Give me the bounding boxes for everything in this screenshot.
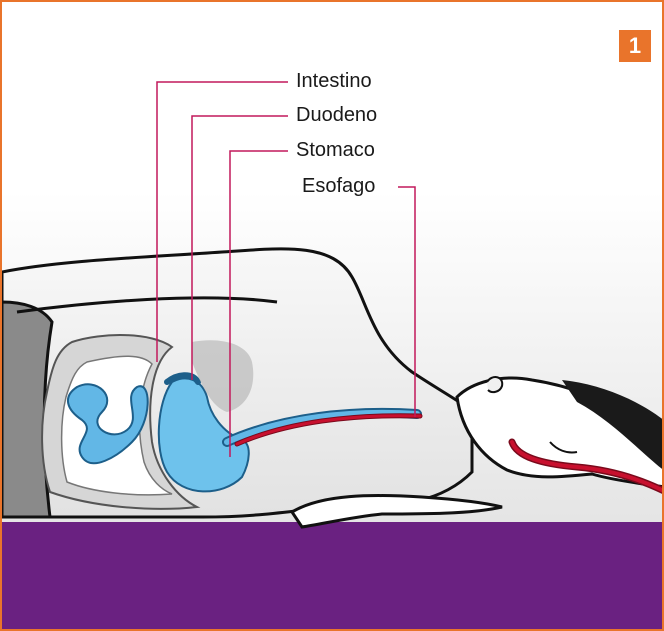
bed	[2, 522, 664, 631]
label-intestine: Intestino	[296, 71, 372, 91]
label-stomach: Stomaco	[296, 140, 375, 160]
patient-ear	[487, 377, 502, 392]
label-esophagus: Esofago	[302, 176, 375, 196]
step-number-badge: 1	[619, 30, 651, 62]
label-duodenum: Duodeno	[296, 105, 377, 125]
